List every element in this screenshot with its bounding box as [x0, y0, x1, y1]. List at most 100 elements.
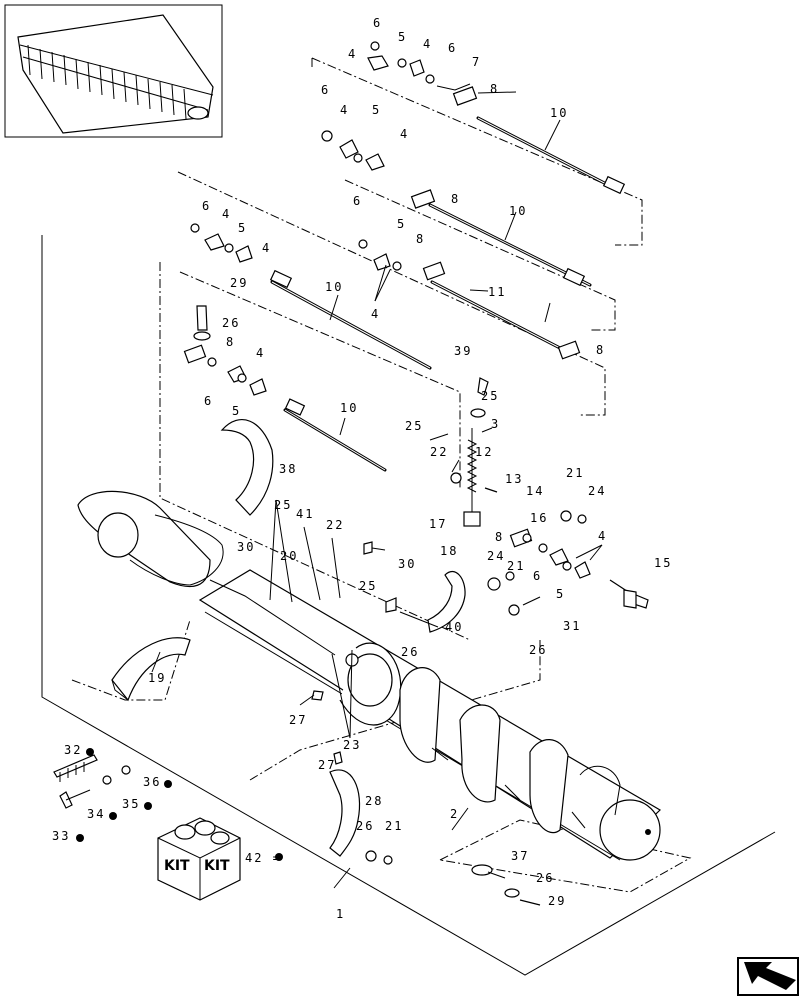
- callout-4: 4: [222, 207, 231, 221]
- callout-8: 8: [226, 335, 235, 349]
- rod-10-third[interactable]: [269, 269, 432, 370]
- callout-33: 33: [52, 829, 70, 843]
- previous-page-arrow-icon[interactable]: [737, 957, 799, 996]
- callout-4: 4: [423, 37, 432, 51]
- hardware-nuts-washers[interactable]: [102, 41, 649, 906]
- flight-segment-38[interactable]: [220, 419, 274, 516]
- kit-marker-icon: [275, 853, 283, 861]
- rod-10-fourth[interactable]: [283, 398, 387, 472]
- guide-box-a: [311, 57, 643, 246]
- callout-28: 28: [365, 794, 383, 808]
- callout-26: 26: [529, 643, 547, 657]
- callout-24: 24: [588, 484, 606, 498]
- callout-16: 16: [530, 511, 548, 525]
- callout-25: 25: [274, 498, 292, 512]
- callout-10: 10: [509, 204, 527, 218]
- callout-22: 22: [326, 518, 344, 532]
- rod-11[interactable]: [430, 280, 562, 350]
- callout-12: 12: [475, 445, 493, 459]
- guide-box-b: [344, 179, 616, 331]
- flight-segment-28[interactable]: [329, 769, 361, 857]
- auger-left-end[interactable]: [77, 490, 224, 588]
- frame-outline: [41, 235, 776, 976]
- guide-box-h: [439, 819, 692, 893]
- rod-10-top[interactable]: [476, 116, 626, 195]
- callout-10: 10: [325, 280, 343, 294]
- callout-38: 38: [279, 462, 297, 476]
- callout-32: 32: [64, 743, 82, 757]
- callout-19: 19: [148, 671, 166, 685]
- callout-27: 27: [289, 713, 307, 727]
- callout-8: 8: [490, 82, 499, 96]
- callout-6: 6: [321, 83, 330, 97]
- callout-6: 6: [202, 199, 211, 213]
- callout-7: 7: [472, 55, 481, 69]
- auger-flighting-2[interactable]: [399, 667, 621, 834]
- kit-marker-icon: [86, 748, 94, 756]
- callout-41: 41: [296, 507, 314, 521]
- kit-dots: [76, 748, 172, 842]
- callout-14: 14: [526, 484, 544, 498]
- callout-8: 8: [416, 232, 425, 246]
- callout-25: 25: [359, 579, 377, 593]
- flight-segment-18[interactable]: [427, 570, 466, 633]
- kit-legend: 42 =: [245, 851, 283, 865]
- callout-30: 30: [398, 557, 416, 571]
- hub-37[interactable]: [471, 864, 506, 879]
- callout-26: 26: [222, 316, 240, 330]
- callout-2: 2: [450, 807, 459, 821]
- callout-21: 21: [385, 819, 403, 833]
- kit-label-right: KIT: [204, 858, 230, 874]
- kit-marker-icon: [76, 834, 84, 842]
- guide-box-f: [71, 619, 191, 701]
- callout-6: 6: [448, 41, 457, 55]
- flight-segment-19[interactable]: [111, 637, 191, 702]
- callout-10: 10: [340, 401, 358, 415]
- callout-26: 26: [536, 871, 554, 885]
- callout-6: 6: [353, 194, 362, 208]
- rod-10-second[interactable]: [428, 203, 592, 287]
- callout-labels: 1 2 3 4 4 4 4 4 4 4 4 4 5 5 5 5 5 5 6 6 …: [52, 16, 672, 921]
- callout-40: 40: [445, 620, 463, 634]
- callout-15: 15: [654, 556, 672, 570]
- callout-27: 27: [318, 758, 336, 772]
- callout-26: 26: [401, 645, 419, 659]
- bolts[interactable]: [59, 541, 637, 809]
- spring-12[interactable]: [463, 428, 498, 527]
- callout-21: 21: [566, 466, 584, 480]
- kit-marker-icon: [144, 802, 152, 810]
- kit-marker-icon: [109, 812, 117, 820]
- callout-6: 6: [204, 394, 213, 408]
- callout-29: 29: [548, 894, 566, 908]
- callout-23: 23: [343, 738, 361, 752]
- callout-4: 4: [256, 346, 265, 360]
- callout-25: 25: [481, 389, 499, 403]
- header-thumbnail[interactable]: [4, 4, 223, 138]
- callout-5: 5: [556, 587, 565, 601]
- strip-32[interactable]: [53, 754, 98, 782]
- callout-4: 4: [400, 127, 409, 141]
- callout-20: 20: [280, 549, 298, 563]
- callout-25: 25: [405, 419, 423, 433]
- guide-box-d: [159, 262, 471, 641]
- callout-5: 5: [238, 221, 247, 235]
- callout-34: 34: [87, 807, 105, 821]
- callout-11: 11: [488, 285, 506, 299]
- callout-4: 4: [598, 529, 607, 543]
- callout-1: 1: [336, 907, 345, 921]
- callout-8: 8: [596, 343, 605, 357]
- callout-5: 5: [398, 30, 407, 44]
- callout-21: 21: [507, 559, 525, 573]
- callout-8: 8: [495, 530, 504, 544]
- guide-box-c: [177, 171, 606, 416]
- callout-36: 36: [143, 775, 161, 789]
- callout-24: 24: [487, 549, 505, 563]
- callout-4: 4: [262, 241, 271, 255]
- callout-10: 10: [550, 106, 568, 120]
- guide-box-e: [179, 271, 461, 490]
- callout-6: 6: [533, 569, 542, 583]
- callout-5: 5: [397, 217, 406, 231]
- kit-box[interactable]: KIT KIT: [157, 817, 241, 901]
